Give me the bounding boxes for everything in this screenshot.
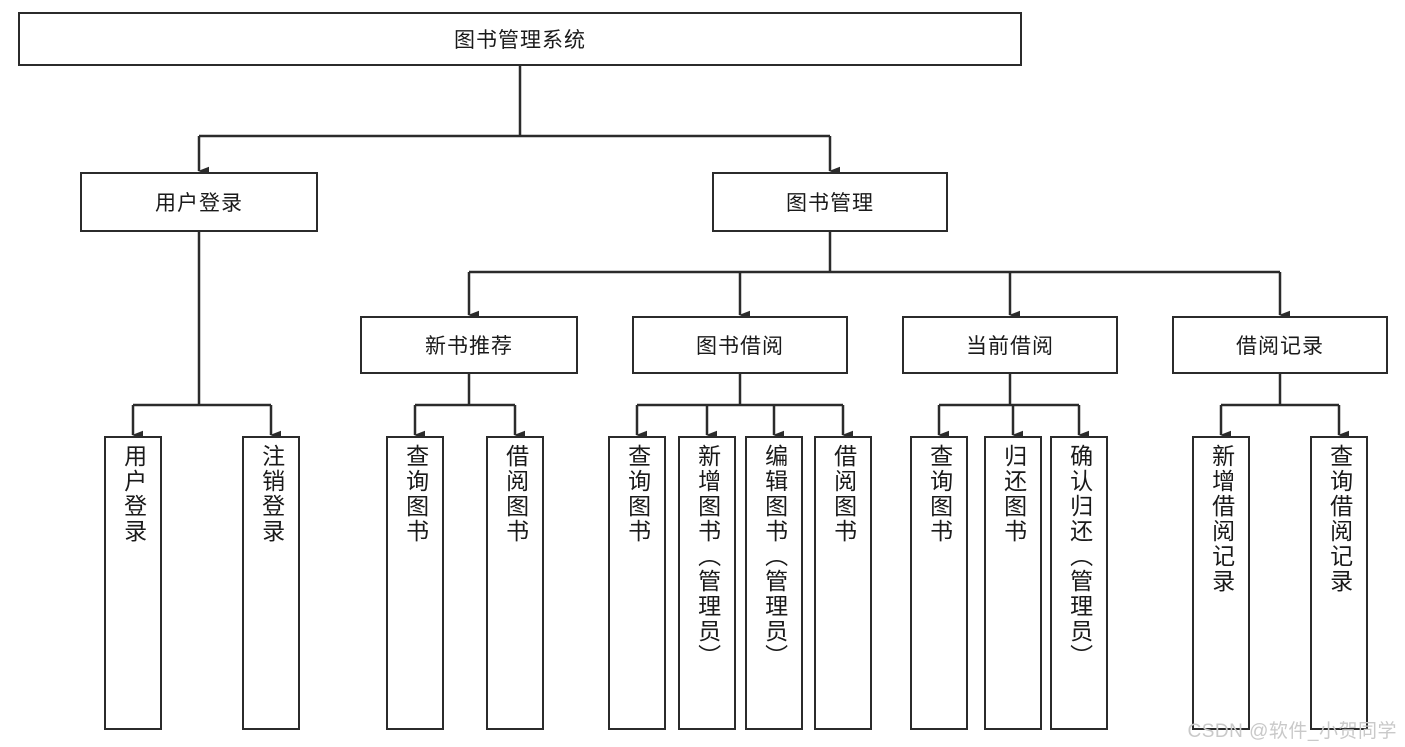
leaf-query-book-1[interactable]: 查询图书 [386, 436, 444, 730]
leaf-confirm-return[interactable]: 确认归还（管理员） [1050, 436, 1108, 730]
node-root[interactable]: 图书管理系统 [18, 12, 1022, 66]
node-user-login-label: 用户登录 [155, 192, 243, 215]
leaf-query-book-2[interactable]: 查询图书 [608, 436, 666, 730]
node-new-book-recommend[interactable]: 新书推荐 [360, 316, 578, 374]
node-book-borrow[interactable]: 图书借阅 [632, 316, 848, 374]
leaf-logout[interactable]: 注销登录 [242, 436, 300, 730]
leaf-query-borrow-record-label: 查询借阅记录 [1326, 444, 1353, 594]
leaf-add-book-label: 新增图书（管理员） [694, 444, 721, 669]
node-new-book-recommend-label: 新书推荐 [425, 335, 513, 358]
leaf-query-borrow-record[interactable]: 查询借阅记录 [1310, 436, 1368, 730]
leaf-confirm-return-label: 确认归还（管理员） [1066, 444, 1093, 669]
leaf-borrow-book-1-label: 借阅图书 [502, 444, 529, 544]
leaf-user-login-label: 用户登录 [120, 444, 147, 544]
leaf-add-book[interactable]: 新增图书（管理员） [678, 436, 736, 730]
leaf-query-book-3-label: 查询图书 [926, 444, 953, 544]
node-book-borrow-label: 图书借阅 [696, 335, 784, 358]
leaf-borrow-book-2[interactable]: 借阅图书 [814, 436, 872, 730]
node-borrow-record-label: 借阅记录 [1236, 335, 1324, 358]
leaf-return-book[interactable]: 归还图书 [984, 436, 1042, 730]
leaf-logout-label: 注销登录 [258, 444, 285, 544]
leaf-query-book-1-label: 查询图书 [402, 444, 429, 544]
node-user-login[interactable]: 用户登录 [80, 172, 318, 232]
edge-layer [131, 66, 1349, 440]
leaf-edit-book[interactable]: 编辑图书（管理员） [745, 436, 803, 730]
node-current-borrow[interactable]: 当前借阅 [902, 316, 1118, 374]
node-book-manage[interactable]: 图书管理 [712, 172, 948, 232]
node-current-borrow-label: 当前借阅 [966, 335, 1054, 358]
leaf-query-book-2-label: 查询图书 [624, 444, 651, 544]
leaf-add-borrow-record-label: 新增借阅记录 [1208, 444, 1235, 594]
node-book-manage-label: 图书管理 [786, 192, 874, 215]
leaf-edit-book-label: 编辑图书（管理员） [761, 444, 788, 669]
leaf-borrow-book-1[interactable]: 借阅图书 [486, 436, 544, 730]
leaf-borrow-book-2-label: 借阅图书 [830, 444, 857, 544]
node-borrow-record[interactable]: 借阅记录 [1172, 316, 1388, 374]
leaf-user-login[interactable]: 用户登录 [104, 436, 162, 730]
leaf-query-book-3[interactable]: 查询图书 [910, 436, 968, 730]
node-root-label: 图书管理系统 [454, 29, 586, 52]
leaf-return-book-label: 归还图书 [1000, 444, 1027, 544]
leaf-add-borrow-record[interactable]: 新增借阅记录 [1192, 436, 1250, 730]
